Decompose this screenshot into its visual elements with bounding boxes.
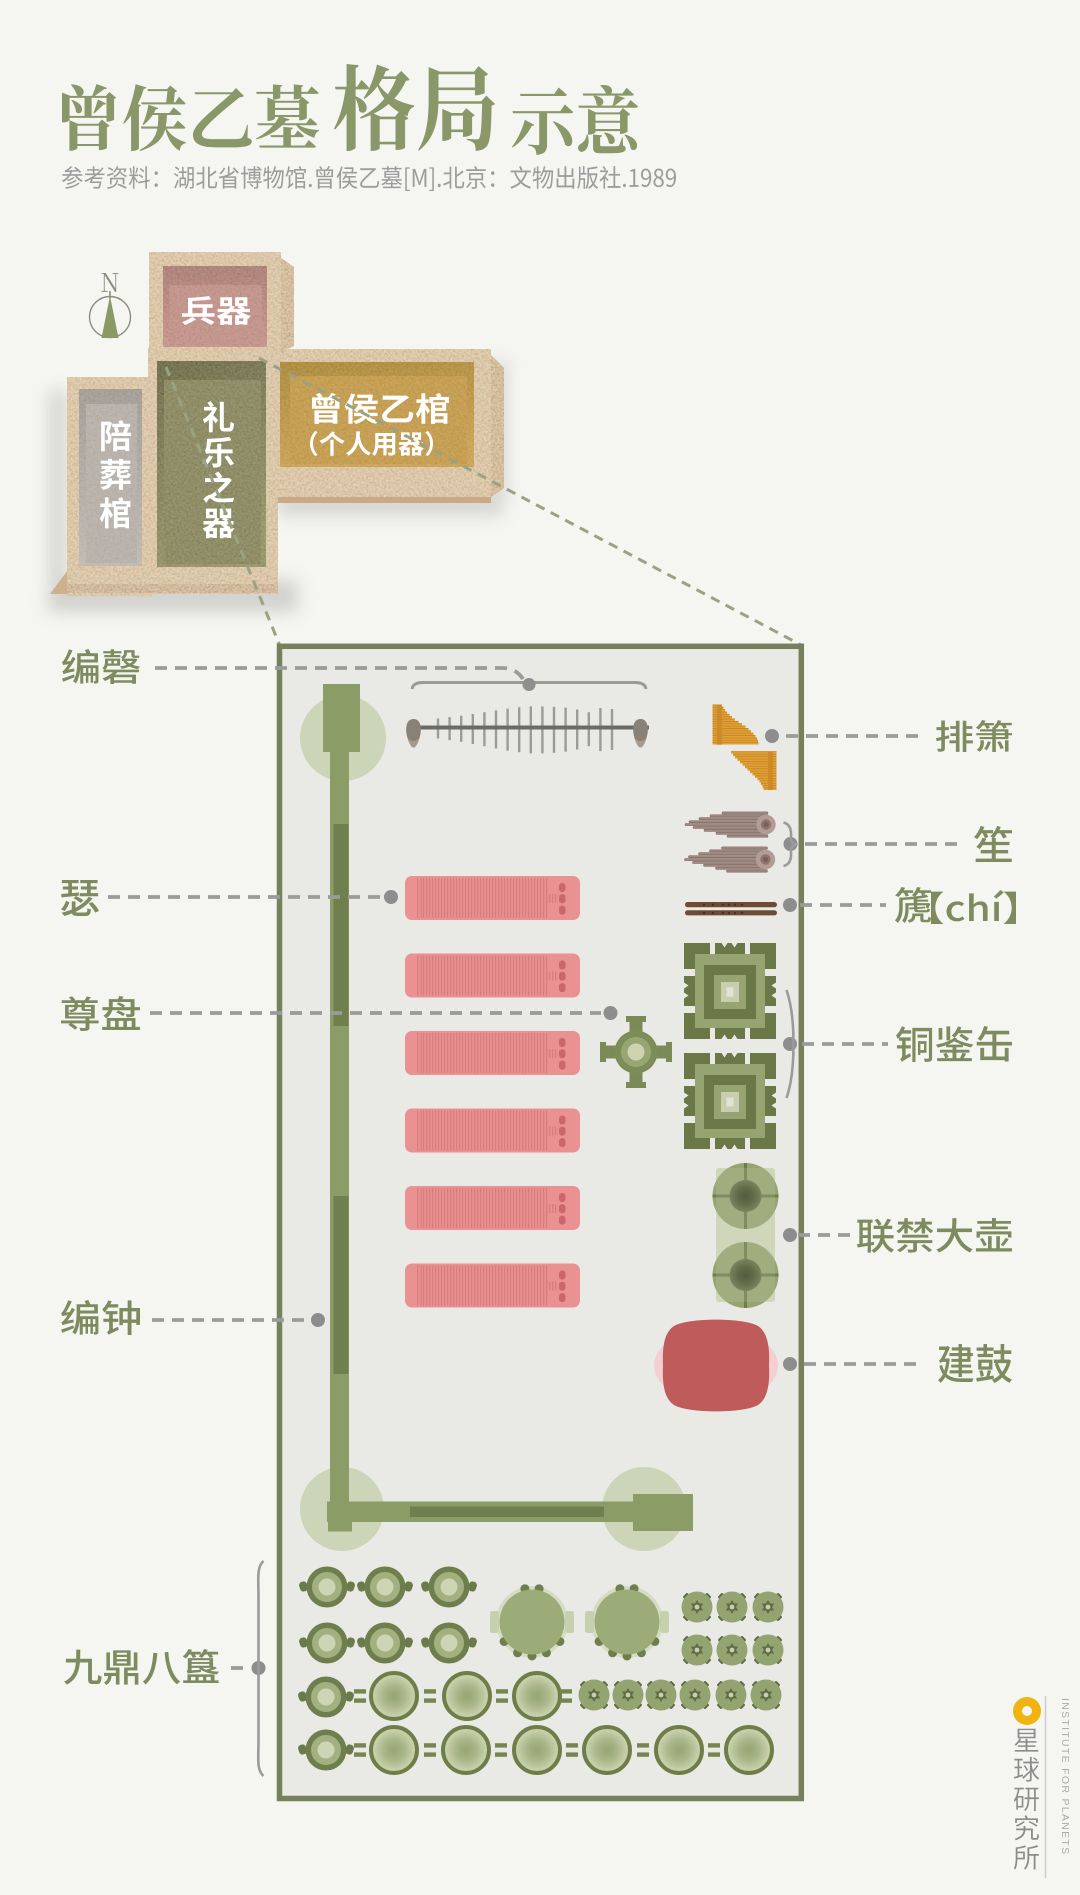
svg-text:INSTITUTE FOR PLANETS: INSTITUTE FOR PLANETS bbox=[1059, 1698, 1071, 1855]
